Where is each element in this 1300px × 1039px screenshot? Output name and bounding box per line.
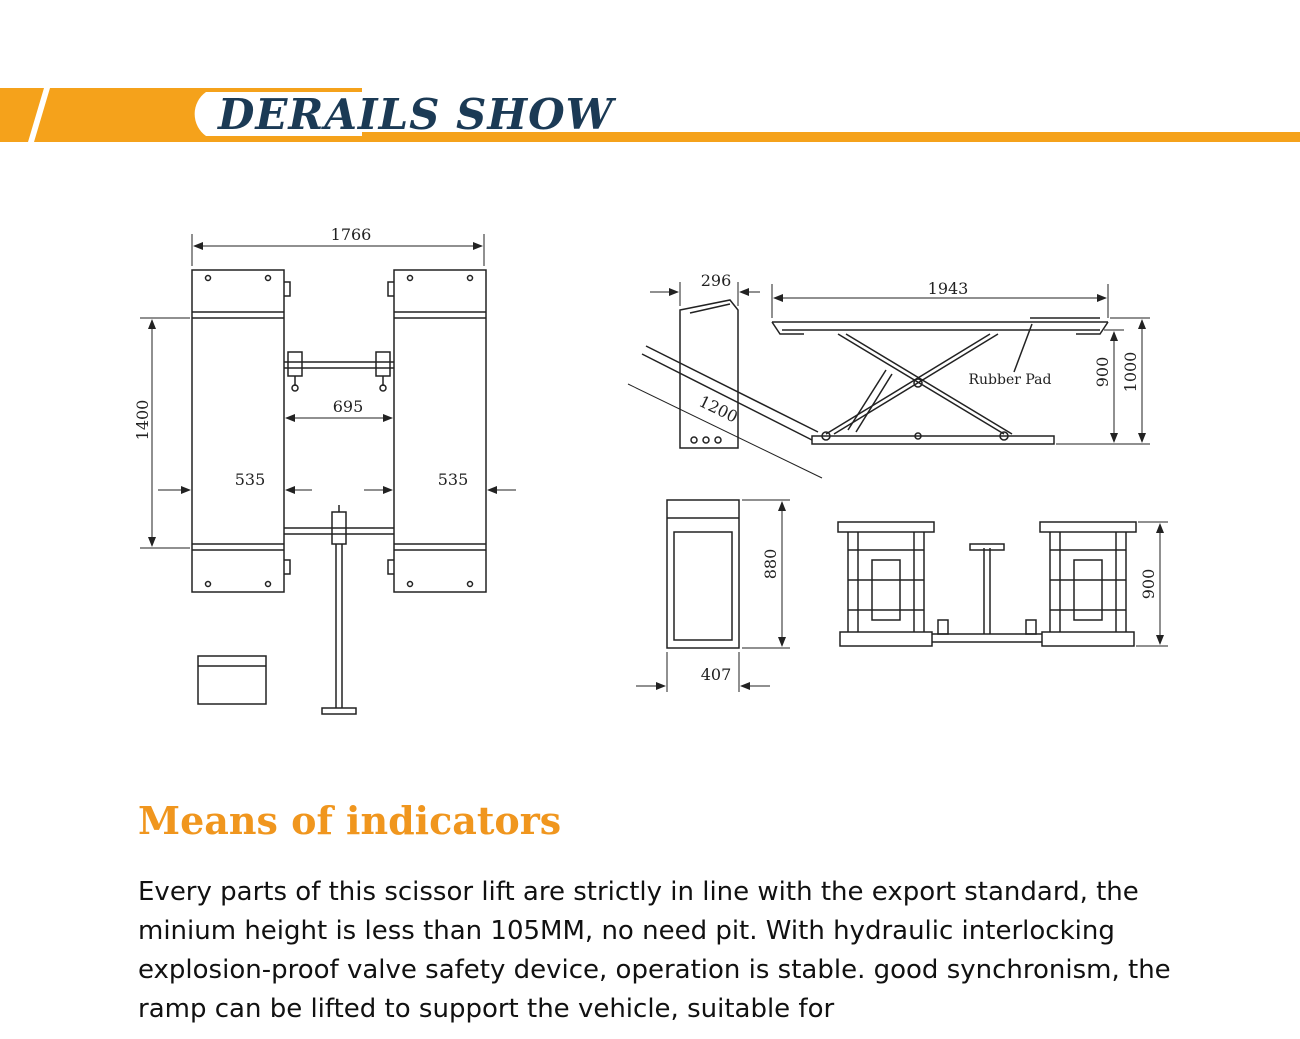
front-view-dimensions — [1136, 521, 1168, 647]
description-paragraph: Every parts of this scissor lift are str… — [138, 877, 1171, 1024]
section-heading: Means of indicators — [138, 798, 562, 843]
dim-console-width: 407 — [701, 665, 732, 684]
dim-lift-height: 900 — [1093, 357, 1112, 388]
header-banner — [0, 88, 1300, 142]
scissor-lift-technical-drawing: 1766 1400 695 535 535 — [133, 225, 1168, 715]
rubber-pad-label: Rubber Pad — [968, 372, 1051, 388]
side-view-dimensions — [627, 282, 1150, 479]
dim-overall-length: 1400 — [133, 400, 152, 441]
dim-platform-length: 1943 — [928, 279, 969, 298]
lift-front-view — [837, 521, 1137, 647]
banner-tab — [194, 92, 362, 136]
dim-overall-width: 1766 — [331, 225, 372, 244]
top-view-dimensions — [140, 234, 516, 549]
dim-console-depth: 296 — [701, 271, 732, 290]
console-front-view — [666, 499, 740, 649]
top-view — [191, 269, 487, 715]
page-title: DERAILS SHOW — [218, 90, 614, 139]
console-dimensions — [636, 499, 790, 692]
dim-console-height: 880 — [761, 549, 780, 580]
banner-left-stripe — [0, 88, 44, 142]
side-view — [641, 299, 1109, 449]
banner-underline — [362, 132, 1300, 142]
dim-front-height: 900 — [1139, 569, 1158, 600]
dim-platform-width-right: 535 — [438, 470, 469, 489]
dim-max-height: 1000 — [1121, 352, 1140, 393]
dim-inner-gap: 695 — [333, 397, 364, 416]
dim-platform-width-left: 535 — [235, 470, 266, 489]
